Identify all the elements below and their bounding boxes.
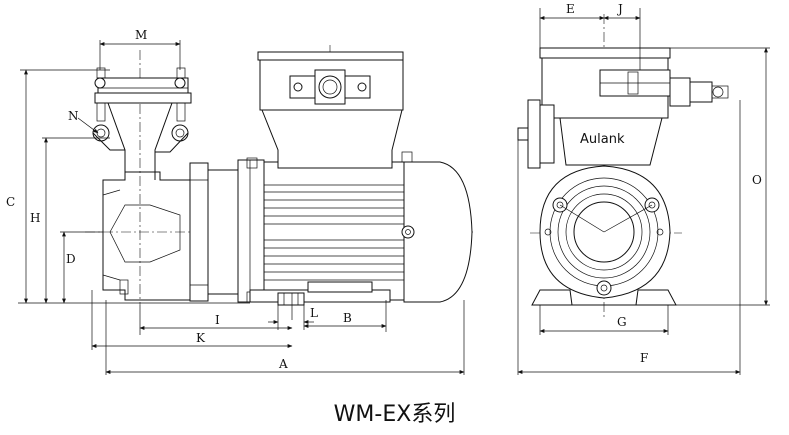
dim-label-c: C (6, 195, 15, 209)
dim-label-i: I (215, 313, 220, 327)
dim-label-k: K (196, 331, 206, 345)
end-view: Aulank (517, 2, 770, 375)
dim-label-l: L (310, 306, 318, 320)
figure-caption: WM-EX系列 (333, 402, 456, 427)
dim-label-a: A (278, 357, 288, 371)
dim-label-j: J (616, 2, 623, 16)
dim-label-g: G (617, 315, 627, 329)
brand-mark: Aulank (580, 132, 625, 147)
dim-label-f: F (640, 351, 648, 365)
dim-label-m: M (135, 28, 147, 42)
dim-label-o: O (752, 173, 762, 187)
side-view: M N C H D I K L B A (6, 28, 475, 375)
dim-label-e: E (566, 2, 575, 16)
dim-label-b: B (343, 311, 352, 325)
dim-label-d: D (66, 252, 76, 266)
dim-label-h: H (30, 211, 40, 225)
dim-label-n: N (68, 109, 79, 123)
